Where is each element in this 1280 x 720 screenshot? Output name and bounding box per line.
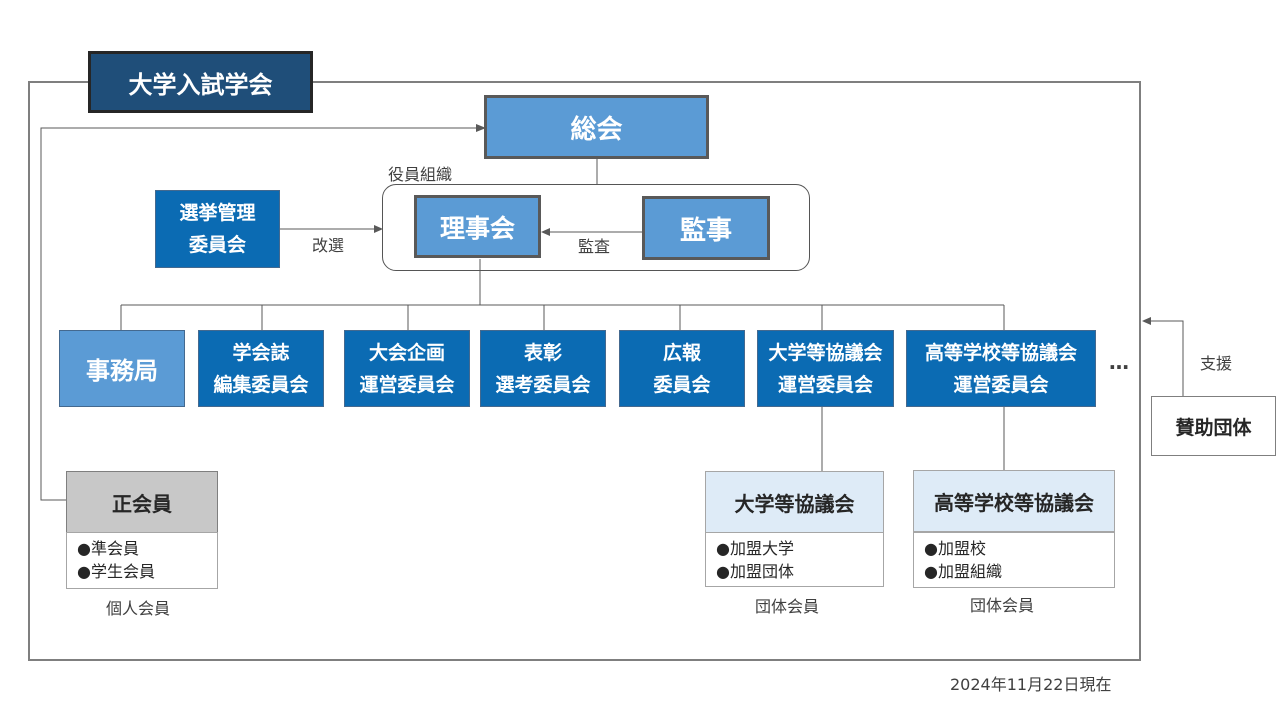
award-committee-box: 表彰 選考委員会 [480, 330, 606, 407]
individual-member-label: 個人会員 [106, 599, 171, 618]
date-note: 2024年11月22日現在 [950, 675, 1112, 694]
board-box: 理事会 [414, 195, 541, 258]
organization-title: 大学入試学会 [88, 51, 313, 113]
univ-council-list: ●加盟大学 ●加盟団体 [705, 532, 884, 587]
officers-group [382, 184, 810, 271]
sponsor-box: 賛助団体 [1151, 396, 1276, 456]
hs-council-box: 高等学校等協議会 [913, 470, 1115, 532]
election-label: 改選 [312, 236, 345, 255]
auditor-box: 監事 [642, 196, 770, 260]
committee-line: 編集委員会 [213, 373, 309, 396]
hs-council-committee-box: 高等学校等協議会 運営委員会 [906, 330, 1096, 407]
more-ellipsis: … [1109, 350, 1129, 374]
committee-line: 高等学校等協議会 [924, 341, 1077, 364]
pr-committee-box: 広報 委員会 [619, 330, 745, 407]
univ-group-member-label: 団体会員 [755, 597, 820, 616]
officers-label: 役員組織 [388, 165, 453, 184]
list-item: ●加盟組織 [924, 562, 1002, 581]
committee-line: 広報 [662, 341, 701, 364]
list-item: ●準会員 [77, 539, 139, 558]
list-item: ●加盟団体 [716, 562, 794, 581]
audit-label: 監査 [578, 237, 611, 256]
committee-line: 大会企画 [368, 341, 445, 364]
committee-line: 学会誌 [232, 341, 290, 364]
hs-council-list: ●加盟校 ●加盟組織 [913, 532, 1115, 588]
general-meeting-box: 総会 [484, 95, 709, 159]
committee-line: 委員会 [653, 373, 711, 396]
secretariat-box: 事務局 [59, 330, 185, 407]
election-committee-line-1: 選挙管理 [179, 202, 256, 224]
committee-line: 選考委員会 [495, 373, 591, 396]
individual-member-list: ●準会員 ●学生会員 [66, 532, 218, 589]
journal-committee-box: 学会誌 編集委員会 [198, 330, 324, 407]
list-item: ●加盟校 [924, 539, 986, 558]
election-committee-box: 選挙管理 委員会 [155, 190, 280, 268]
hs-group-member-label: 団体会員 [970, 596, 1035, 615]
univ-council-committee-box: 大学等協議会 運営委員会 [757, 330, 894, 407]
support-label: 支援 [1200, 354, 1233, 373]
committee-line: 運営委員会 [359, 373, 455, 396]
univ-council-box: 大学等協議会 [705, 471, 884, 533]
committee-line: 運営委員会 [953, 373, 1049, 396]
committee-line: 表彰 [523, 341, 562, 364]
election-committee-line-2: 委員会 [188, 234, 246, 256]
list-item: ●加盟大学 [716, 539, 794, 558]
list-item: ●学生会員 [77, 562, 155, 581]
organization-frame [28, 81, 1141, 661]
conference-committee-box: 大会企画 運営委員会 [344, 330, 470, 407]
committee-line: 運営委員会 [777, 373, 873, 396]
committee-line: 大学等協議会 [768, 341, 883, 364]
regular-member-box: 正会員 [66, 471, 218, 533]
